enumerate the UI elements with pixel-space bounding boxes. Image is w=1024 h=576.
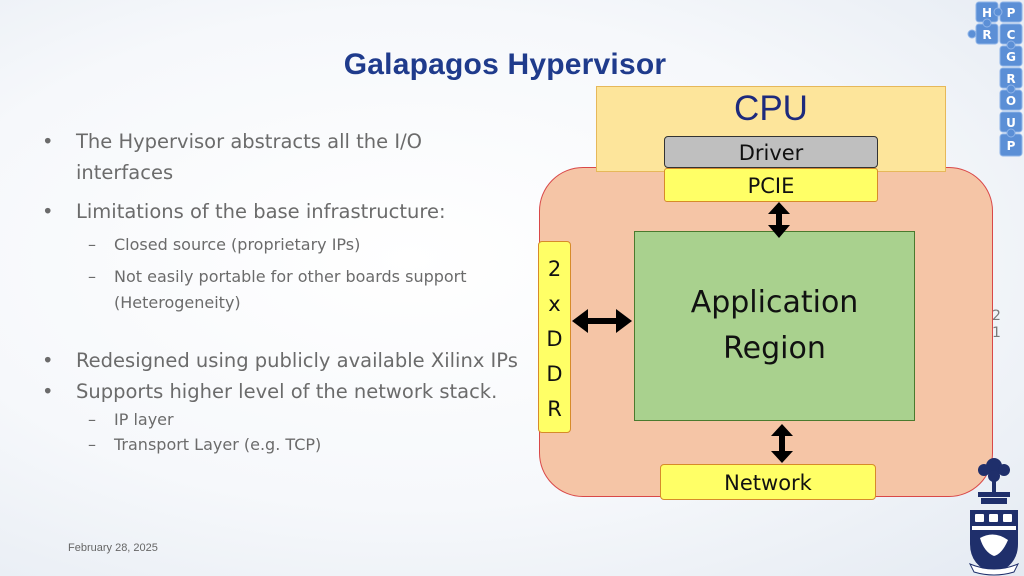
hprc-group-logo-icon: H P R C G R O U P — [967, 1, 1023, 157]
pcie-box: PCIE — [664, 168, 878, 202]
ddr-char: D — [546, 362, 563, 386]
application-region-box: Application Region — [634, 231, 915, 421]
page-number-line: 1 — [992, 325, 1001, 341]
sub-bullet-item: – Closed source (proprietary IPs) — [88, 232, 508, 258]
logo-letter: R — [982, 28, 991, 42]
ddr-app-arrow — [572, 309, 632, 333]
sub-bullet-text: IP layer — [114, 410, 174, 429]
pcie-app-arrow — [768, 202, 790, 238]
ddr-char: x — [548, 292, 561, 316]
app-network-arrow — [771, 424, 793, 463]
cpu-label: CPU — [734, 89, 808, 128]
bullet-marker: • — [42, 200, 54, 223]
slide-title: Galapagos Hypervisor — [343, 48, 667, 81]
sub-bullet-item: – IP layer — [88, 407, 508, 433]
bullet-text: The Hypervisor abstracts all the I/O int… — [76, 130, 423, 184]
bullet-item: • The Hypervisor abstracts all the I/O i… — [42, 126, 482, 188]
bullet-item: • Supports higher level of the network s… — [42, 376, 542, 407]
page-number: 2 1 — [992, 308, 1001, 342]
sub-bullet-marker: – — [88, 410, 96, 429]
logo-letter: P — [1007, 139, 1016, 153]
network-box: Network — [660, 464, 876, 500]
sub-bullet-item: – Not easily portable for other boards s… — [88, 264, 508, 316]
driver-box: Driver — [664, 136, 878, 168]
logo-letter: U — [1006, 116, 1016, 130]
bullet-marker: • — [42, 130, 54, 153]
bullet-marker: • — [42, 380, 54, 403]
logo-letter: O — [1006, 94, 1016, 108]
logo-letter: P — [1007, 6, 1016, 20]
bullet-item: • Limitations of the base infrastructure… — [42, 196, 502, 227]
ddr-char: D — [546, 327, 563, 351]
application-label-line2: Region — [723, 331, 826, 366]
sub-bullet-text: Not easily portable for other boards sup… — [114, 267, 467, 312]
application-label-line1: Application — [690, 285, 859, 320]
ddr-box: 2 x D D R — [538, 241, 571, 433]
logo-letter: G — [1006, 50, 1016, 64]
bullet-text: Limitations of the base infrastructure: — [76, 200, 446, 223]
page-number-line: 2 — [992, 308, 1001, 324]
logo-letter: R — [1006, 72, 1015, 86]
sub-bullet-text: Closed source (proprietary IPs) — [114, 235, 361, 254]
sub-bullet-text: Transport Layer (e.g. TCP) — [114, 435, 322, 454]
logo-letter: C — [1007, 28, 1016, 42]
university-crest-icon — [968, 458, 1020, 576]
logo-letter: H — [982, 6, 992, 20]
sub-bullet-marker: – — [88, 267, 96, 286]
slide-date: February 28, 2025 — [68, 542, 158, 554]
sub-bullet-marker: – — [88, 435, 96, 454]
bullet-text: Supports higher level of the network sta… — [76, 380, 498, 403]
bullet-item: • Redesigned using publicly available Xi… — [42, 345, 542, 376]
bullet-marker: • — [42, 349, 54, 372]
ddr-char: 2 — [547, 257, 562, 281]
bullet-text: Redesigned using publicly available Xili… — [76, 349, 518, 372]
ddr-char: R — [547, 397, 562, 421]
sub-bullet-item: – Transport Layer (e.g. TCP) — [88, 432, 508, 458]
sub-bullet-marker: – — [88, 235, 96, 254]
